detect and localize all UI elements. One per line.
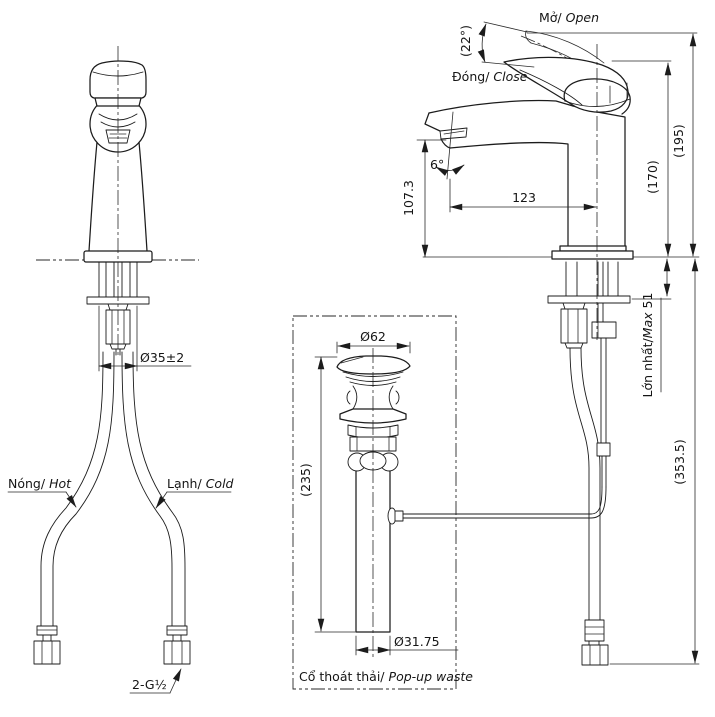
- dim-max-deck: Lớn nhất/Max51: [640, 293, 655, 398]
- dim-hose-drop: (353.5): [672, 439, 687, 485]
- popup-cap: [336, 355, 411, 375]
- mounting-nut-side: [560, 308, 588, 344]
- side-view-faucet: [422, 30, 700, 666]
- label-popup-waste: Cổ thoát thải/Pop-up waste: [299, 669, 473, 684]
- dim-height-open: (195): [671, 124, 686, 158]
- rod-clamp: [591, 321, 617, 339]
- label-open: Mở/Open: [539, 10, 599, 25]
- dim-waste-length: (235): [298, 463, 313, 497]
- front-view-faucet: [33, 46, 199, 665]
- popup-lift-rod: [387, 486, 607, 525]
- dim-spout-reach: 123: [512, 190, 536, 205]
- side-view-dimensions: Mở/Open Đóng/Close (22°) 6° 107.3 123 (1…: [401, 10, 700, 665]
- hose-ferrule-left: [33, 625, 61, 665]
- label-cold: Lạnh/Cold: [167, 476, 234, 491]
- popup-dimensions: Ø62 (235) Ø31.75 Cổ thoát thải/Pop-up wa…: [298, 329, 473, 684]
- dim-open-angle: (22°): [458, 25, 473, 57]
- dim-hole-diameter: Ø35±2: [140, 350, 184, 365]
- dim-spout-height: 107.3: [401, 180, 416, 216]
- dim-aerator-angle: 6°: [430, 157, 444, 172]
- label-thread: 2-G½: [132, 677, 167, 692]
- dim-height-closed: (170): [645, 160, 660, 194]
- mounting-plate-side: [547, 295, 631, 304]
- popup-waste-view: [292, 315, 607, 690]
- label-close: Đóng/Close: [452, 69, 528, 84]
- popup-waste-box: [292, 315, 457, 690]
- front-view-dimensions: Ø35±2 Nóng/Hot Lạnh/Cold 2-G½: [7, 305, 234, 694]
- base-plate-side: [551, 250, 634, 260]
- dim-tail-diameter: Ø31.75: [394, 634, 440, 649]
- hose-ferrule-right: [163, 625, 191, 665]
- label-hot: Nóng/Hot: [8, 476, 72, 491]
- dim-cap-diameter: Ø62: [360, 329, 386, 344]
